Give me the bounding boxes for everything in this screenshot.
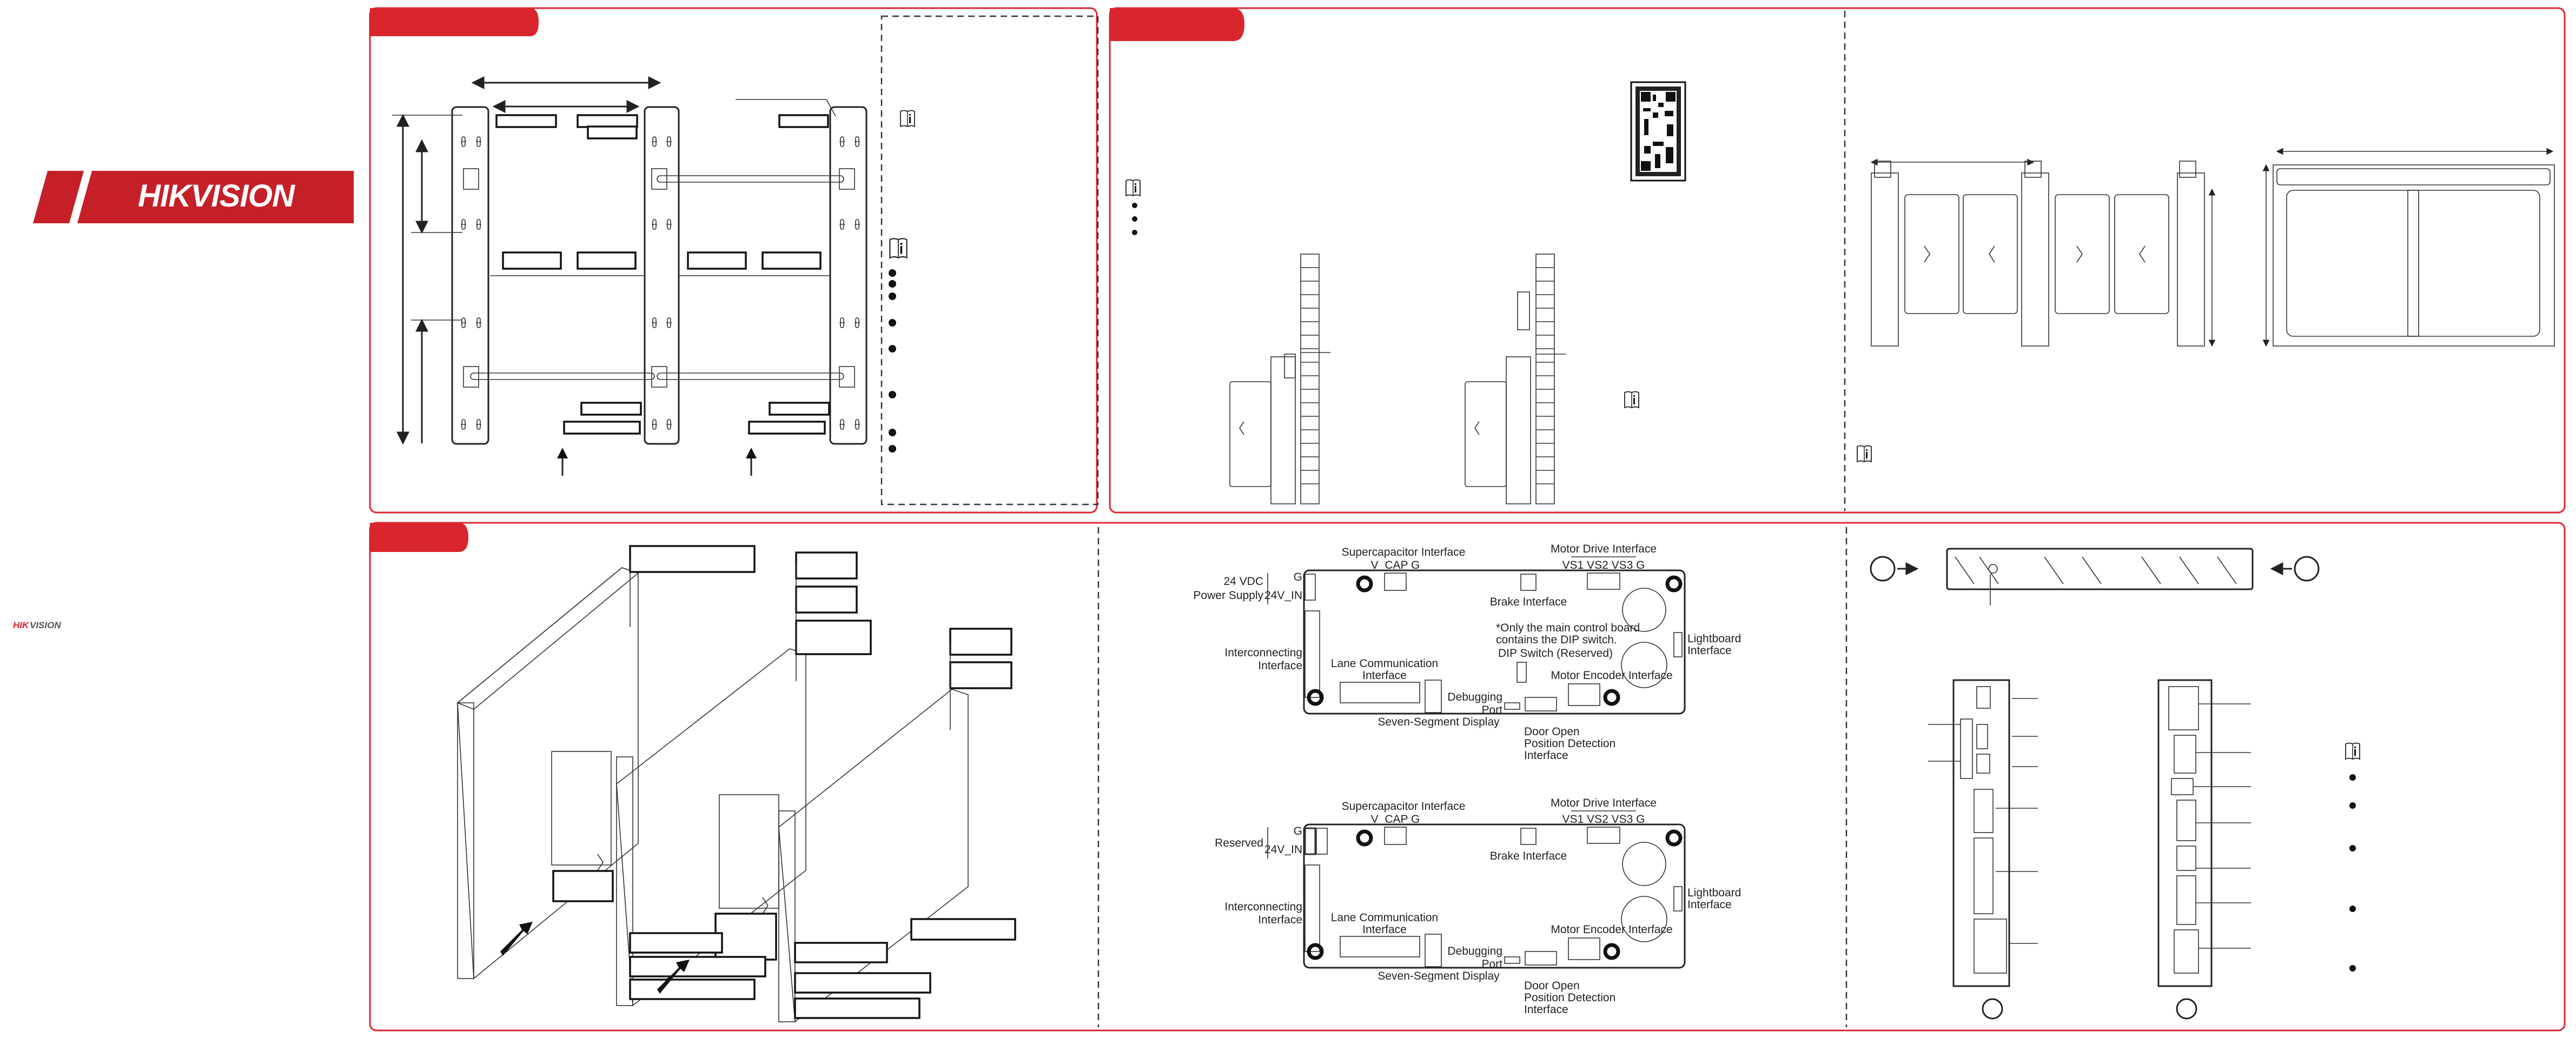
supercap-label: Supercapacitor Interface (1342, 546, 1466, 558)
hikvision-logo-text: HIKVISION (138, 178, 295, 214)
pin-g: G (1294, 571, 1302, 583)
front-view-dimension-drawing (1870, 158, 2216, 347)
info-icon (1624, 391, 1639, 408)
qr-code (1630, 81, 1686, 182)
motor-drive-pins: VS1 VS2 VS3 G (1562, 813, 1645, 826)
power-label-line2: Power Supply (1193, 589, 1263, 602)
section-tab-1 (370, 8, 539, 36)
sub-control-board-diagram: Supercapacitor Interface V_CAP G Motor D… (1215, 797, 1741, 1016)
lightboard-label-line2: Interface (1687, 644, 1732, 657)
supercap-pins: V_CAP G (1371, 559, 1420, 571)
seven-seg-label: Seven-Segment Display (1378, 716, 1500, 728)
motor-drive-label: Motor Drive Interface (1551, 543, 1657, 555)
brake-label: Brake Interface (1490, 596, 1567, 608)
lane-comm-label-line1: Lane Communication (1331, 657, 1438, 670)
door-label-line2: Position Detection (1524, 992, 1615, 1004)
dip-note-line2: contains the DIP switch. (1496, 634, 1617, 646)
pin-24v: 24V_IN (1264, 589, 1302, 602)
motor-drive-pins: VS1 VS2 VS3 G (1562, 559, 1645, 571)
lane-comm-label-line2: Interface (1362, 923, 1407, 936)
door-label-line3: Interface (1524, 1003, 1568, 1016)
cover-small-logo: HIK VISION (13, 620, 61, 630)
section-tab-3 (370, 523, 468, 552)
small-logo-grey: VISION (30, 620, 61, 630)
panel-mounting-template (369, 7, 1098, 514)
door-label-line1: Door Open (1524, 726, 1580, 738)
info-icon (900, 110, 915, 127)
pin-24v: 24V_IN (1264, 843, 1302, 856)
lane-comm-label-line1: Lane Communication (1331, 911, 1438, 924)
lightboard-label-line1: Lightboard (1687, 633, 1741, 645)
power-label-line1: 24 VDC (1223, 575, 1263, 588)
seven-seg-label: Seven-Segment Display (1378, 970, 1500, 982)
door-label-line1: Door Open (1524, 980, 1580, 992)
door-label-line3: Interface (1524, 749, 1568, 762)
panel-installation (1109, 7, 2566, 514)
info-icon (889, 238, 908, 258)
section-tab-2 (1110, 8, 1244, 41)
motor-encoder-label: Motor Encoder Interface (1551, 923, 1672, 936)
notes-box (880, 15, 1099, 505)
dip-switch-label: DIP Switch (Reserved) (1498, 647, 1613, 660)
installation-notes (1125, 179, 1872, 462)
interconnect-label-line1: Interconnecting (1224, 901, 1302, 913)
notes-content (889, 110, 915, 453)
debug-label-line1: Debugging (1447, 691, 1502, 703)
motor-drive-label: Motor Drive Interface (1551, 797, 1657, 809)
debug-label-line1: Debugging (1447, 945, 1502, 957)
debug-label-line2: Port (1481, 704, 1502, 716)
door-label-line2: Position Detection (1524, 737, 1615, 750)
lightboard-label-line2: Interface (1687, 899, 1732, 911)
panel-components (369, 522, 2566, 1032)
mounting-template-drawing (392, 76, 868, 476)
info-icon (1857, 445, 1872, 462)
reserved-label: Reserved (1215, 837, 1263, 849)
wall-installation-drawings (1229, 254, 1566, 504)
lightboard-label-line1: Lightboard (1687, 887, 1741, 899)
interconnect-label-line2: Interface (1258, 914, 1302, 926)
cover-logo: HIKVISION (33, 171, 354, 223)
turnstile-3d-drawing (456, 545, 1016, 1023)
dip-note-line1: *Only the main control board (1496, 622, 1640, 634)
interconnect-label-line1: Interconnecting (1224, 647, 1302, 659)
supercap-pins: V_CAP G (1371, 813, 1420, 826)
controller-drawings (1870, 548, 2360, 1020)
main-control-board-diagram: Supercapacitor Interface V_CAP G Motor D… (1193, 543, 1741, 762)
pin-g: G (1294, 825, 1302, 837)
top-view-dimension-drawing (2262, 148, 2555, 347)
interconnect-label-line2: Interface (1258, 660, 1302, 672)
motor-encoder-label: Motor Encoder Interface (1551, 669, 1672, 682)
small-logo-red: HIK (13, 620, 30, 630)
supercap-label: Supercapacitor Interface (1342, 800, 1466, 813)
board-outline (1303, 823, 1686, 969)
lane-comm-label-line2: Interface (1362, 669, 1407, 682)
info-icon (1125, 179, 1141, 196)
info-icon (2345, 742, 2360, 760)
brake-label: Brake Interface (1490, 850, 1567, 862)
board-outline (1303, 569, 1686, 715)
debug-label-line2: Port (1481, 958, 1502, 970)
